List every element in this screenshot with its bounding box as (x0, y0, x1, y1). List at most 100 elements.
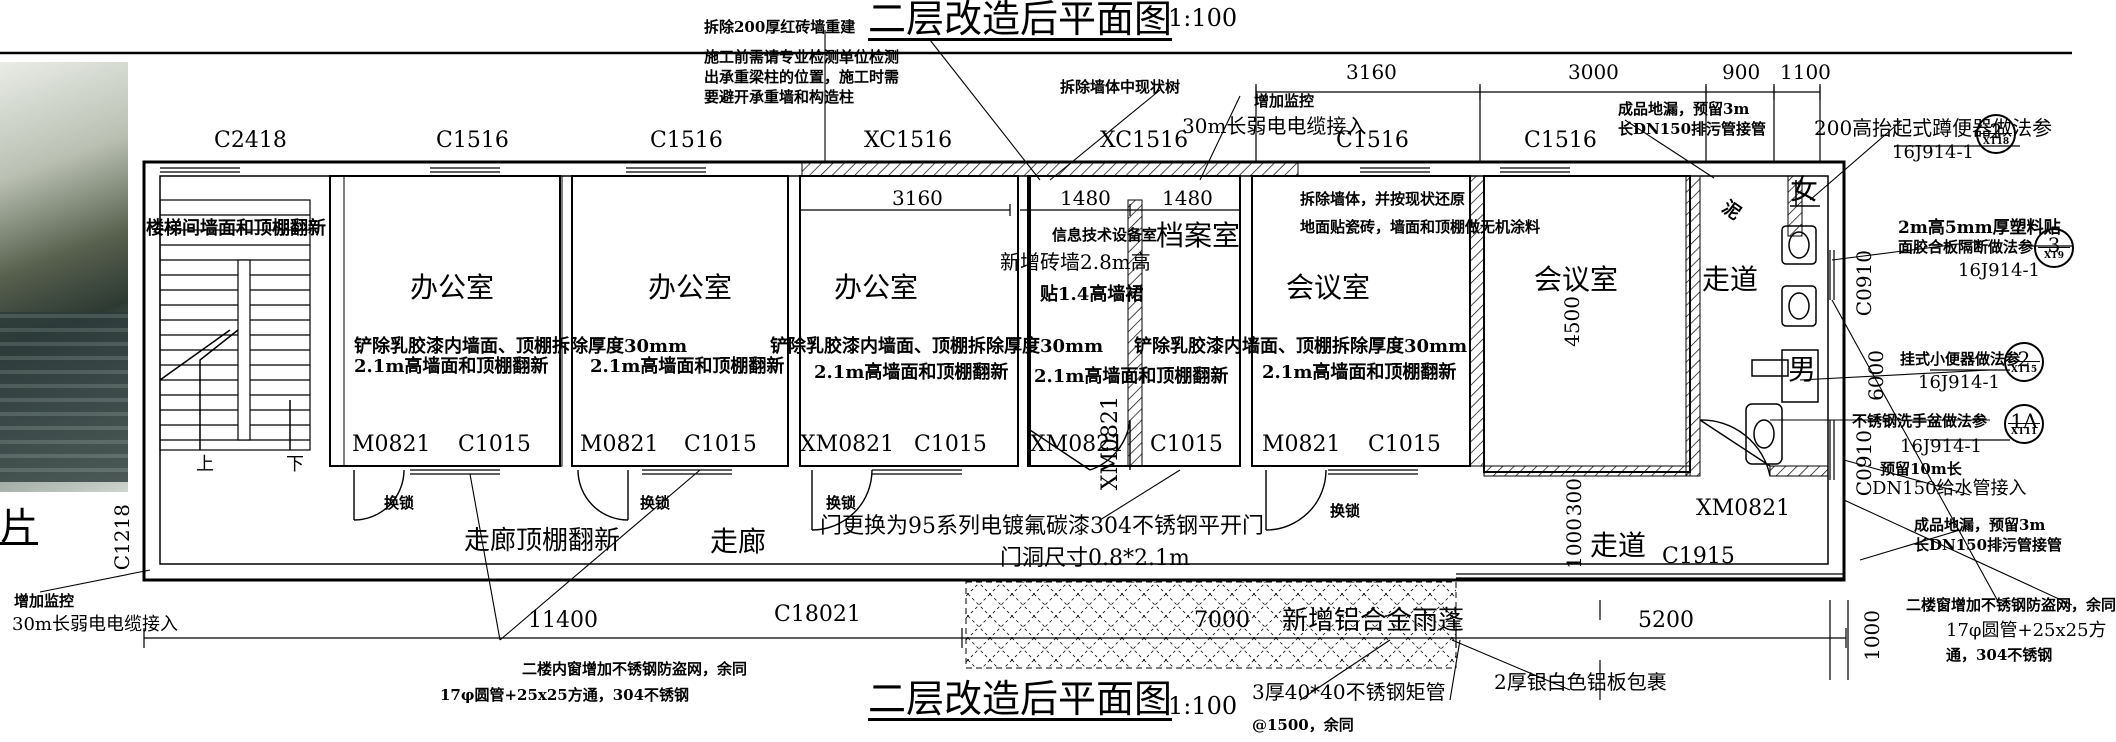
dim-inner-3: 1480 (1162, 186, 1213, 210)
lock-3: 换锁 (826, 494, 857, 512)
room-office-3: 办公室 (834, 271, 919, 304)
note-water-2: DN150给水管接入 (1872, 478, 2027, 499)
note-bottom-window-2: 17φ圆管+25x25方通，304不锈钢 (440, 686, 690, 704)
window-bottom-4: C1015 (1150, 432, 1223, 457)
meeting-note-1: 拆除墙体，并按现状还原 (1300, 190, 1466, 208)
ref-basin: 16J914-1 (1900, 436, 1983, 457)
room-female: 女 (1790, 173, 1819, 206)
corridor-bottom: 走道 (1590, 529, 1647, 562)
note-canopy: 新增铝合金雨蓬 (1282, 606, 1465, 636)
lock-4: 换锁 (1330, 502, 1361, 520)
note-drain-top-1: 成品地漏，预留3m (1618, 100, 1750, 118)
dim-top-1: 3160 (1346, 60, 1397, 84)
dim-6000: 6000 (1864, 350, 1888, 401)
wall-renew-2: 2.1m高墙面和顶棚翻新 (590, 356, 785, 377)
dim-inner-2: 1480 (1060, 186, 1111, 210)
window-c0910-2: C0910 (1852, 430, 1876, 497)
corridor-ceiling: 走廊顶棚翻新 (464, 526, 621, 556)
ref-squat-toilet: 16J914-1 (1892, 142, 1975, 163)
dim-inner-1: 3160 (892, 186, 943, 210)
stair-up: 上 (196, 454, 214, 475)
wall-renew-3: 2.1m高墙面和顶棚翻新 (814, 362, 1009, 383)
dim-bottom-2: 7000 (1194, 608, 1250, 633)
plan-drawing (0, 30, 2073, 701)
photo-caption: 片 (0, 505, 39, 549)
dim-top-2: 3000 (1568, 60, 1619, 84)
note-demolish-wall: 拆除200厚红砖墙重建 (704, 18, 856, 36)
wall-renew-5: 2.1m高墙面和顶棚翻新 (1262, 362, 1457, 383)
note-steel-tube: 3厚40*40不锈钢矩管 (1252, 680, 1446, 704)
note-squat-toilet: 200高抬起式蹲便器做法参 (1814, 116, 2053, 140)
lock-2: 换锁 (640, 494, 671, 512)
door-7: XM0821 (1696, 496, 1791, 521)
stair-note: 楼梯间墙面和顶棚翻新 (146, 218, 326, 239)
dim-4500: 4500 (1560, 296, 1584, 347)
ref-partition: 16J914-1 (1958, 260, 2041, 281)
note-partition-1: 2m高5mm厚塑料贴 (1898, 218, 2061, 238)
window-top-5: XC1516 (1100, 128, 1189, 153)
lock-1: 换锁 (384, 494, 415, 512)
stair-down: 下 (286, 454, 304, 475)
room-meeting-2: 会议室 (1534, 263, 1619, 296)
door-1: M0821 (352, 432, 431, 457)
wall-tile: 贴1.4高墙裙 (1040, 284, 1144, 305)
wall-scrape-1: 铲除乳胶漆内墙面、顶棚拆除厚度30mm (354, 336, 688, 357)
window-top-6: C1516 (1336, 128, 1409, 153)
note-drain-bottom-1: 成品地漏，预留3m (1914, 516, 2046, 534)
note-demolish-pipe: 拆除墙体中现状树 (1060, 78, 1181, 96)
note-steel-spacing: @1500，余同 (1252, 716, 1354, 734)
door-5: XM0821 (1098, 396, 1123, 491)
page-title: 二层改造后平面图 (868, 0, 1173, 41)
note-demolish-1: 施工前需请专业检测单位检测 (704, 48, 900, 66)
site-photo (0, 62, 128, 492)
window-c1218: C1218 (110, 504, 134, 571)
dim-300: 300 (1562, 478, 1586, 517)
page-scale: 1:100 (1168, 4, 1238, 32)
room-it: 信息技术设备室 (1052, 226, 1158, 244)
wall-renew-4: 2.1m高墙面和顶棚翻新 (1034, 366, 1229, 387)
dim-bottom-1: 11400 (528, 608, 598, 633)
note-bottom-right-2: 17φ圆管+25x25方 (1946, 620, 2107, 641)
note-urinal: 挂式小便器做法参 (1900, 350, 2021, 368)
room-office-1: 办公室 (410, 271, 495, 304)
door-3: XM0821 (800, 432, 895, 457)
wall-add: 新增砖墙2.8m高 (1000, 250, 1151, 274)
door-6: M0821 (1262, 432, 1341, 457)
window-c0910-1: C0910 (1852, 250, 1876, 317)
door-2: M0821 (580, 432, 659, 457)
note-drain-top-2: 长DN150排污管接管 (1618, 120, 1767, 138)
meeting-note-2: 地面贴瓷砖，墙面和顶棚做无机涂料 (1300, 218, 1541, 236)
dim-1000-a: 1000 (1562, 518, 1586, 569)
door-4: XM0821 (1030, 432, 1125, 457)
note-basin: 不锈钢洗手盆做法参 (1852, 412, 1988, 430)
note-bottom-right-1: 二楼窗增加不锈钢防盗网，余同 (1906, 596, 2116, 614)
room-office-2: 办公室 (648, 271, 733, 304)
window-bottom-2: C1015 (684, 432, 757, 457)
note-left-monitor: 增加监控 (14, 592, 75, 610)
note-bottom-window-1: 二楼内窗增加不锈钢防盗网，余同 (522, 660, 748, 678)
window-bottom-5: C1015 (1368, 432, 1441, 457)
footer-scale: 1:100 (1168, 692, 1238, 720)
footer-title: 二层改造后平面图 (868, 677, 1173, 721)
room-male: 男 (1788, 353, 1817, 386)
note-add-monitor-top: 增加监控 (1254, 92, 1315, 110)
window-top-4: XC1516 (864, 128, 953, 153)
note-drain-bottom-2: 长DN150排污管接管 (1914, 536, 2063, 554)
note-door-size: 门洞尺寸0.8*2.1m (1000, 546, 1190, 571)
note-partition-2: 面胶合板隔断做法参 (1898, 238, 2034, 256)
corridor-main: 走廊 (710, 525, 767, 558)
wall-scrape-2: 铲除乳胶漆内墙面、顶棚拆除厚度30mm (770, 336, 1104, 357)
window-bottom-7: C18021 (774, 602, 861, 627)
window-bottom-6: C1915 (1662, 544, 1735, 569)
room-corridor-right: 走道 (1702, 263, 1759, 296)
room-archive: 档案室 (1156, 219, 1241, 252)
room-meeting-1: 会议室 (1286, 271, 1371, 304)
dim-1000-b: 1000 (1860, 610, 1884, 661)
note-cable-top: 30m长弱电电缆接入 (1182, 114, 1367, 138)
window-top-2: C1516 (436, 128, 509, 153)
